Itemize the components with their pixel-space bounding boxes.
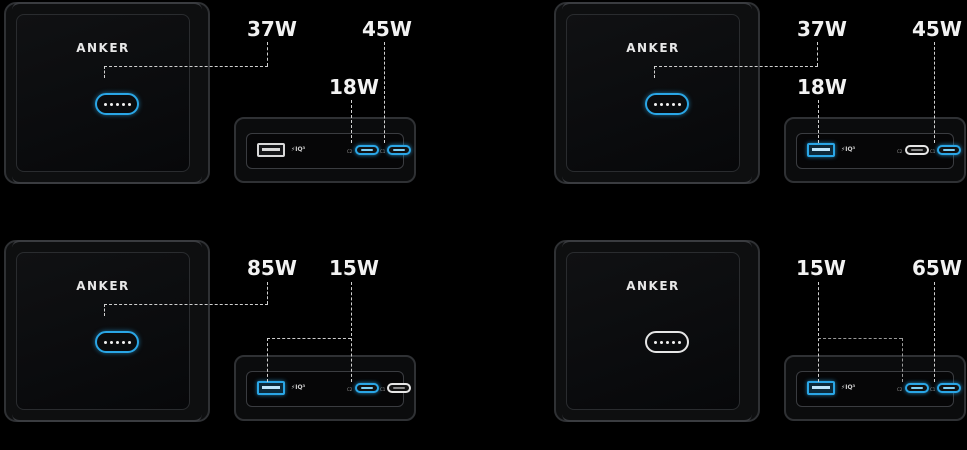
charging-hub: ⚡IQ³ C2 C1 <box>784 355 966 421</box>
usb-c1-port-icon <box>387 145 411 155</box>
panel-bottom-right: ANKER ⚡IQ³ C2 C1 15W 65W <box>554 238 967 450</box>
usb-c2-port-icon <box>355 145 379 155</box>
brand-logo: ANKER <box>76 279 130 293</box>
charger-cube: ANKER <box>4 240 210 422</box>
charger-face: ANKER <box>566 252 740 410</box>
poweriq-label: ⚡IQ³ <box>291 384 306 391</box>
power-indicator-icon <box>95 331 139 353</box>
usb-c2-port-icon <box>905 145 929 155</box>
wattage-label: 15W <box>796 256 846 280</box>
wattage-label: 45W <box>362 17 412 41</box>
charger-cube: ANKER <box>554 240 760 422</box>
charger-face: ANKER <box>16 14 190 172</box>
panel-top-left: ANKER ⚡IQ³ C2 C1 37W 18W 45W <box>4 0 484 212</box>
c2-label: C2 <box>347 387 353 392</box>
c2-label: C2 <box>347 149 353 154</box>
c1-label: C1 <box>930 387 936 392</box>
usb-a-port-icon <box>257 381 285 395</box>
c1-label: C1 <box>380 387 386 392</box>
wattage-label: 45W <box>912 17 962 41</box>
power-indicator-icon <box>645 331 689 353</box>
poweriq-label: ⚡IQ³ <box>841 384 856 391</box>
usb-c1-port-icon <box>937 145 961 155</box>
charger-face: ANKER <box>566 14 740 172</box>
power-indicator-icon <box>645 93 689 115</box>
wattage-label: 37W <box>247 17 297 41</box>
usb-c2-port-icon <box>905 383 929 393</box>
wattage-label: 18W <box>329 75 379 99</box>
usb-c1-port-icon <box>387 383 411 393</box>
panel-top-right: ANKER ⚡IQ³ C2 C1 37W 18W 45W <box>554 0 967 212</box>
usb-a-port-icon <box>807 381 835 395</box>
wattage-label: 65W <box>912 256 962 280</box>
usb-a-port-icon <box>257 143 285 157</box>
charger-face: ANKER <box>16 252 190 410</box>
wattage-label: 18W <box>797 75 847 99</box>
c2-label: C2 <box>897 387 903 392</box>
charger-cube: ANKER <box>4 2 210 184</box>
poweriq-label: ⚡IQ³ <box>291 146 306 153</box>
panel-bottom-left: ANKER ⚡IQ³ C2 C1 85W 15W <box>4 238 484 450</box>
c1-label: C1 <box>930 149 936 154</box>
charging-hub: ⚡IQ³ C2 C1 <box>234 355 416 421</box>
power-indicator-icon <box>95 93 139 115</box>
charger-cube: ANKER <box>554 2 760 184</box>
wattage-label: 85W <box>247 256 297 280</box>
poweriq-label: ⚡IQ³ <box>841 146 856 153</box>
brand-logo: ANKER <box>76 41 130 55</box>
usb-c1-port-icon <box>937 383 961 393</box>
usb-a-port-icon <box>807 143 835 157</box>
c2-label: C2 <box>897 149 903 154</box>
wattage-label: 15W <box>329 256 379 280</box>
c1-label: C1 <box>380 149 386 154</box>
usb-c2-port-icon <box>355 383 379 393</box>
wattage-label: 37W <box>797 17 847 41</box>
charging-hub: ⚡IQ³ C2 C1 <box>784 117 966 183</box>
charging-hub: ⚡IQ³ C2 C1 <box>234 117 416 183</box>
brand-logo: ANKER <box>626 41 680 55</box>
brand-logo: ANKER <box>626 279 680 293</box>
